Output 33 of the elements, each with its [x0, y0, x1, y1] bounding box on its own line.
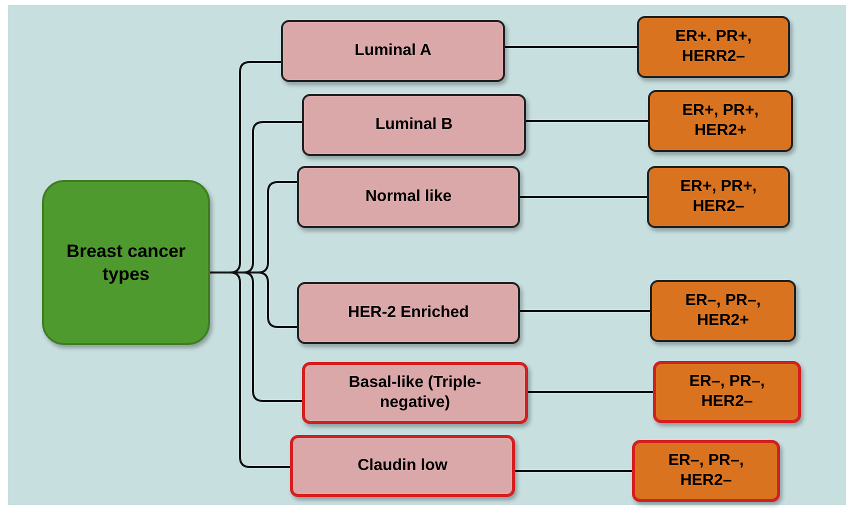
node-label: Luminal A: [354, 41, 432, 61]
connector-line: [528, 391, 653, 393]
node-label: ER–, PR–, HER2–: [688, 372, 766, 412]
subtype-box: [302, 94, 526, 156]
receptor-box: [648, 90, 793, 152]
connector-line: [515, 470, 632, 472]
category-box: [42, 180, 210, 345]
node-label: Claudin low: [358, 456, 448, 476]
connector-line: [505, 46, 637, 48]
receptor-box: [632, 440, 780, 502]
node-label: ER–, PR–, HER2+: [684, 291, 762, 331]
connector-line: [210, 272, 290, 468]
node-label: HER-2 Enriched: [348, 303, 469, 323]
subtype-box: [290, 435, 515, 497]
receptor-box: [647, 166, 790, 228]
node-label: ER+, PR+, HER2–: [679, 177, 758, 217]
subtype-box: [281, 20, 505, 82]
connector-line: [520, 196, 647, 198]
receptor-box: [650, 280, 796, 342]
subtype-box: [297, 166, 520, 228]
node-label: ER–, PR–, HER2–: [667, 451, 745, 491]
receptor-box: [637, 16, 790, 78]
connector-line: [526, 120, 648, 122]
connector-line: [520, 310, 650, 312]
subtype-box: [302, 362, 528, 424]
node-label: Basal-like (Triple-negative): [348, 373, 482, 413]
node-label: Luminal B: [375, 115, 453, 135]
node-label: ER+. PR+, HERR2–: [674, 27, 753, 67]
node-label: ER+, PR+, HER2+: [681, 101, 760, 141]
subtype-box: [297, 282, 520, 344]
node-label: Normal like: [365, 187, 452, 207]
receptor-box: [653, 361, 801, 423]
node-label: Breast cancer types: [65, 240, 187, 285]
